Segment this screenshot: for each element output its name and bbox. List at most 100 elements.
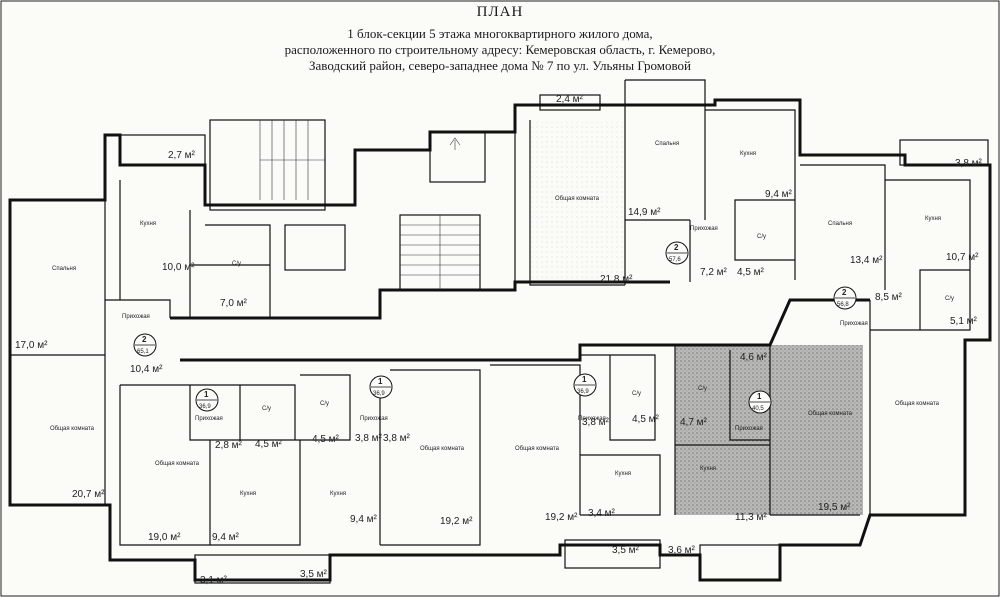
room-label-kitchen-2: Кухня — [740, 151, 756, 157]
room-label-bath-6: С/у — [632, 391, 641, 397]
flat-marker-f3: 2 56,8 — [833, 286, 857, 310]
area-hall-5: 3,8 м² — [355, 433, 383, 444]
area-kitchen-6: 3,4 м² — [588, 508, 616, 519]
area-bath-6: 4,5 м² — [632, 414, 660, 425]
area-hall-3: 8,5 м² — [875, 292, 903, 303]
area-hall-6: 3,8 м² — [582, 417, 610, 428]
svg-text:1: 1 — [204, 390, 209, 399]
area-kitchen-1: 10,0 м² — [162, 262, 195, 273]
flat-marker-f2: 2 57,6 — [665, 241, 689, 265]
stair-arrow-icon — [449, 137, 461, 150]
room-label-bedroom-2: Спальня — [655, 141, 679, 147]
area-bath-1: 7,0 м² — [220, 298, 248, 309]
room-texture-upper-living — [530, 122, 625, 284]
flat-marker-f7: 1 40,5 — [748, 390, 772, 414]
plan-subtitle-line-1: 1 блок-секции 5 этажа многоквартирного ж… — [347, 26, 653, 41]
svg-text:40,5: 40,5 — [752, 406, 764, 412]
room-label-bath-7: С/у — [698, 386, 707, 392]
svg-text:65,1: 65,1 — [137, 349, 149, 355]
area-balcony-4: 3,1 м² — [200, 575, 228, 586]
room-label-kitchen-4: Кухня — [240, 491, 256, 497]
room-label-kitchen-6: Кухня — [615, 471, 631, 477]
room-label-bath-1: С/у — [232, 261, 241, 267]
svg-text:36,9: 36,9 — [577, 389, 589, 395]
room-label-hall-2: Прихожая — [690, 226, 718, 232]
area-hall-4: 2,8 м² — [215, 440, 243, 451]
walls-flat-right — [800, 164, 971, 515]
stair-core-upper — [209, 119, 326, 211]
room-label-hall-6: Прихожая — [578, 416, 606, 422]
svg-text:1: 1 — [582, 375, 587, 384]
area-balcony-6: 3,5 м² — [612, 545, 640, 556]
room-label-living-6: Общая комната — [515, 446, 560, 452]
area-bath-7: 4,7 м² — [680, 417, 708, 428]
svg-text:36,9: 36,9 — [373, 391, 385, 397]
room-label-kitchen-7: Кухня — [700, 466, 716, 472]
area-kitchen-3: 10,7 м² — [946, 252, 979, 263]
room-label-living-4: Общая комната — [155, 461, 200, 467]
flat-marker-f5: 1 36,9 — [369, 375, 393, 399]
area-hall-2: 7,2 м² — [700, 267, 728, 278]
area-kitchen-2: 9,4 м² — [765, 189, 793, 200]
svg-text:56,8: 56,8 — [837, 302, 849, 308]
room-label-bath-4: С/у — [262, 406, 271, 412]
room-label-living-2: Общая комната — [555, 196, 600, 202]
balcony-bottom-right — [699, 544, 781, 581]
walls-flat-upper-mid — [514, 79, 796, 290]
room-label-hall-4: Прихожая — [195, 416, 223, 422]
room-label-bedroom-1: Спальня — [52, 266, 76, 272]
room-label-bedroom-3: Спальня — [828, 221, 852, 227]
flat-marker-f4: 1 36,9 — [195, 388, 219, 412]
balcony-bottom-mid — [564, 539, 661, 569]
svg-text:36,9: 36,9 — [199, 404, 211, 410]
area-living-1: 20,7 м² — [72, 489, 105, 500]
stair-steps-upper — [259, 120, 325, 200]
area-bedroom-2: 14,9 м² — [628, 207, 661, 218]
room-label-hall-1: Прихожая — [122, 314, 150, 320]
balcony-bottom-left — [194, 554, 331, 584]
area-bath-2: 4,5 м² — [737, 267, 765, 278]
walls-flat-left — [10, 180, 271, 505]
flat-marker-f1: 2 65,1 — [133, 333, 157, 357]
svg-text:57,6: 57,6 — [669, 257, 681, 263]
room-label-living-7: Общая комната — [808, 411, 853, 417]
svg-text:2: 2 — [142, 335, 147, 344]
room-label-kitchen-5: Кухня — [330, 491, 346, 497]
stair-landing — [429, 131, 486, 183]
room-label-hall-3: Прихожая — [840, 321, 868, 327]
room-label-bath-5: С/у — [320, 401, 329, 407]
walls-lower-flats — [119, 345, 860, 546]
room-label-living-5: Общая комната — [420, 446, 465, 452]
area-balcony-1: 2,7 м² — [168, 150, 196, 161]
area-hall-5b: 3,8 м² — [383, 433, 411, 444]
apartment-shade — [675, 345, 863, 515]
stair-steps-lower — [400, 215, 480, 290]
area-bath-5: 4,5 м² — [312, 434, 340, 445]
balcony-top-right — [899, 139, 989, 166]
room-label-hall-5: Прихожая — [360, 416, 388, 422]
elevator-shaft — [284, 224, 346, 271]
area-living-7: 19,5 м² — [818, 502, 851, 513]
room-label-living-3: Общая комната — [895, 401, 940, 407]
area-hall-7: 4,6 м² — [740, 352, 768, 363]
balcony-top-mid — [539, 94, 601, 111]
area-living-5: 19,2 м² — [440, 516, 473, 527]
balcony-top-left — [119, 134, 206, 166]
area-bedroom-1: 17,0 м² — [15, 340, 48, 351]
room-label-kitchen-3: Кухня — [925, 216, 941, 222]
plan-subtitle-line-3: Заводский район, северо-западнее дома № … — [309, 58, 691, 73]
area-bath-3: 5,1 м² — [950, 316, 978, 327]
area-living-2: 21,8 м² — [600, 274, 633, 285]
area-bedroom-3: 13,4 м² — [850, 255, 883, 266]
area-kitchen-5: 9,4 м² — [350, 514, 378, 525]
room-label-kitchen-1: Кухня — [140, 221, 156, 227]
room-label-living-1: Общая комната — [50, 426, 95, 432]
area-kitchen-4: 9,4 м² — [212, 532, 240, 543]
room-label-bath-3: С/у — [945, 296, 954, 302]
svg-text:2: 2 — [674, 243, 679, 252]
svg-text:2: 2 — [842, 288, 847, 297]
area-hall-1: 10,4 м² — [130, 364, 163, 375]
